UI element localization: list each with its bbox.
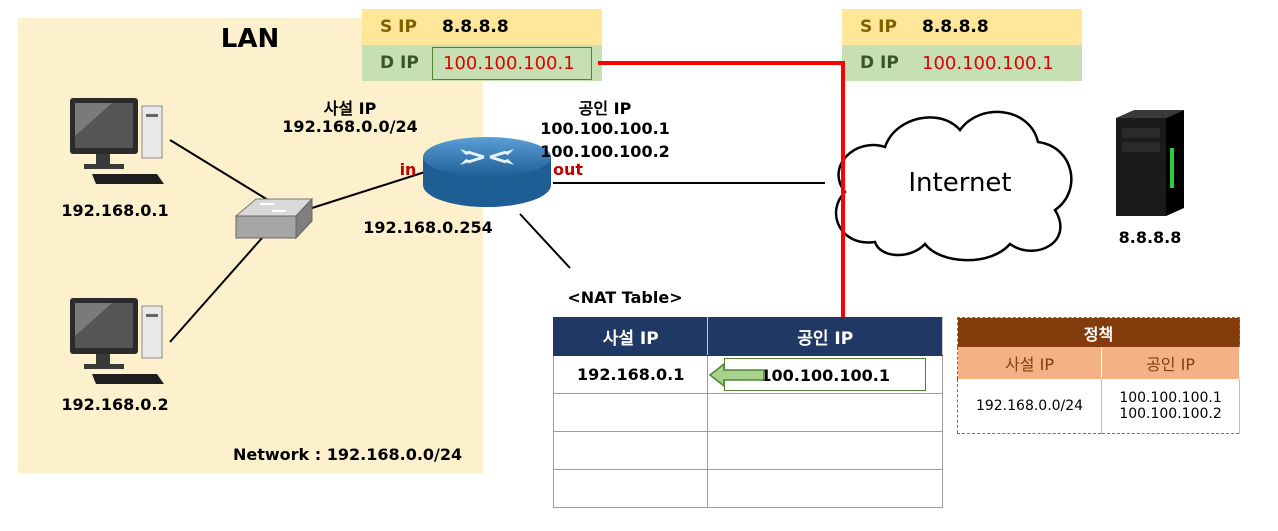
dest-ip-row: D IP 100.100.100.1 (362, 45, 602, 81)
packet-header-lan: S IP 8.8.8.8 D IP 100.100.100.1 (362, 9, 602, 81)
dest-ip-value: 100.100.100.1 (922, 52, 1054, 74)
network-label: Network : 192.168.0.0/24 (233, 445, 463, 464)
nat-header-public: 공인 IP (707, 317, 943, 356)
translation-arrow-icon (708, 362, 765, 388)
link-router-nat-table (519, 213, 571, 269)
nat-cell (707, 393, 943, 432)
source-ip-key: S IP (380, 17, 417, 37)
gateway-ip-label: 192.168.0.254 (363, 218, 493, 237)
policy-header-private: 사설 IP (957, 347, 1103, 379)
server-ip-label: 8.8.8.8 (1118, 228, 1182, 247)
policy-table: 정책 사설 IP 공인 IP 192.168.0.0/24 100.100.10… (957, 317, 1240, 434)
private-ip-label: 사설 IP (323, 99, 377, 118)
out-label: out (552, 160, 584, 179)
lan-zone (18, 18, 483, 473)
server-icon (1116, 110, 1184, 216)
source-ip-row: S IP 8.8.8.8 (362, 9, 602, 45)
pc1-ip-label: 192.168.0.1 (61, 201, 169, 220)
public-ip2-label: 100.100.100.2 (540, 142, 670, 161)
public-ip1-label: 100.100.100.1 (540, 119, 670, 138)
link-pc2-switch (169, 237, 263, 343)
source-ip-key: S IP (860, 17, 897, 37)
nat-cell (552, 469, 709, 508)
dest-ip-key: D IP (380, 53, 419, 73)
dest-ip-row: D IP 100.100.100.1 (842, 45, 1082, 81)
policy-title: 정책 (957, 317, 1240, 347)
policy-public-ip2: 100.100.100.2 (1119, 406, 1222, 422)
dest-ip-key: D IP (860, 53, 899, 73)
dest-ip-value-highlighted: 100.100.100.1 (432, 46, 592, 80)
pc-icon (70, 98, 164, 184)
policy-header-public: 공인 IP (1101, 347, 1240, 379)
switch-icon (234, 197, 314, 240)
link-pc1-switch (169, 139, 269, 201)
table-row (552, 393, 943, 432)
pc-icon (70, 298, 164, 384)
nat-cell (707, 469, 943, 508)
public-ip-label: 공인 IP (578, 99, 632, 118)
internet-label: Internet (908, 168, 1012, 198)
nat-table: 사설 IP 공인 IP 192.168.0.1 100.100.100.1 (552, 317, 943, 508)
private-range-label: 192.168.0.0/24 (282, 117, 418, 136)
packet-header-internet: S IP 8.8.8.8 D IP 100.100.100.1 (842, 9, 1082, 81)
nat-cell (552, 431, 709, 470)
lan-title: LAN (220, 24, 280, 54)
source-ip-value: 8.8.8.8 (442, 17, 509, 37)
nat-header-private: 사설 IP (552, 317, 709, 356)
cloud-icon (834, 110, 1073, 262)
in-label: in (399, 160, 417, 179)
policy-public-cell: 100.100.100.1 100.100.100.2 (1101, 379, 1240, 434)
nat-cell: 192.168.0.1 (552, 355, 709, 394)
table-row (552, 431, 943, 470)
link-switch-router (311, 171, 426, 209)
table-row (552, 469, 943, 508)
router-icon (423, 137, 551, 207)
table-row: 192.168.0.0/24 100.100.100.1 100.100.100… (957, 379, 1240, 434)
source-ip-row: S IP 8.8.8.8 (842, 9, 1082, 45)
nat-cell (707, 431, 943, 470)
nat-cell (552, 393, 709, 432)
nat-table-caption: <NAT Table> (567, 288, 683, 307)
pc2-ip-label: 192.168.0.2 (61, 395, 169, 414)
policy-public-ip1: 100.100.100.1 (1119, 390, 1222, 406)
source-ip-value: 8.8.8.8 (922, 17, 989, 37)
policy-private-cell: 192.168.0.0/24 (957, 379, 1103, 434)
